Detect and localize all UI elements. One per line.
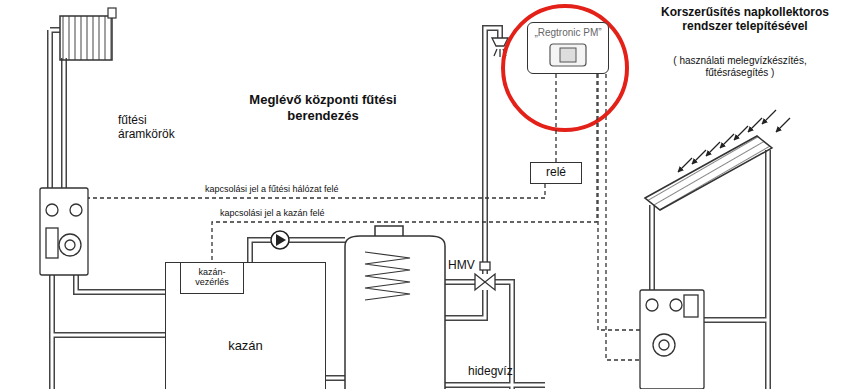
pipe-label: HMV <box>448 258 475 272</box>
boiler-control-box: kazán- vezérlés <box>180 262 244 294</box>
solar-station <box>640 290 704 389</box>
node-text: kazán <box>166 339 325 354</box>
signal-connector <box>555 74 556 162</box>
mixing-valve <box>475 262 495 290</box>
pipe-label: hidegvíz <box>468 364 513 378</box>
signal-line <box>88 184 545 198</box>
node-text: „Regtronic PM” <box>528 27 608 39</box>
circulation-pump <box>271 231 289 249</box>
controller-device: „Regtronic PM” <box>527 22 609 74</box>
circuit-label: fűtési áramkörök <box>118 113 190 142</box>
section-heading: Meglévő központi fűtési berendezés <box>228 92 418 123</box>
node-text: relé <box>531 166 581 180</box>
solar-collector <box>645 110 790 210</box>
radiator <box>60 8 116 60</box>
section-heading: Korszerűsítés napkollektoros rendszer te… <box>660 5 830 34</box>
relay-box: relé <box>530 162 582 184</box>
signal-label: kapcsolási jel a kazán felé <box>218 208 327 218</box>
signal-connector <box>212 74 597 262</box>
highlight-circle <box>503 6 627 130</box>
node-text: kazán- vezérlés <box>181 267 243 288</box>
signal-label: kapcsolási jel a fűtési hálózat felé <box>205 184 339 195</box>
section-note: ( használati melegvízkészítés, fűtésráse… <box>650 55 830 79</box>
storage-tank <box>345 226 445 389</box>
pump-group <box>40 188 88 275</box>
controller-display <box>548 43 588 69</box>
boiler-box: kazán kazán- vezérlés <box>165 262 326 389</box>
